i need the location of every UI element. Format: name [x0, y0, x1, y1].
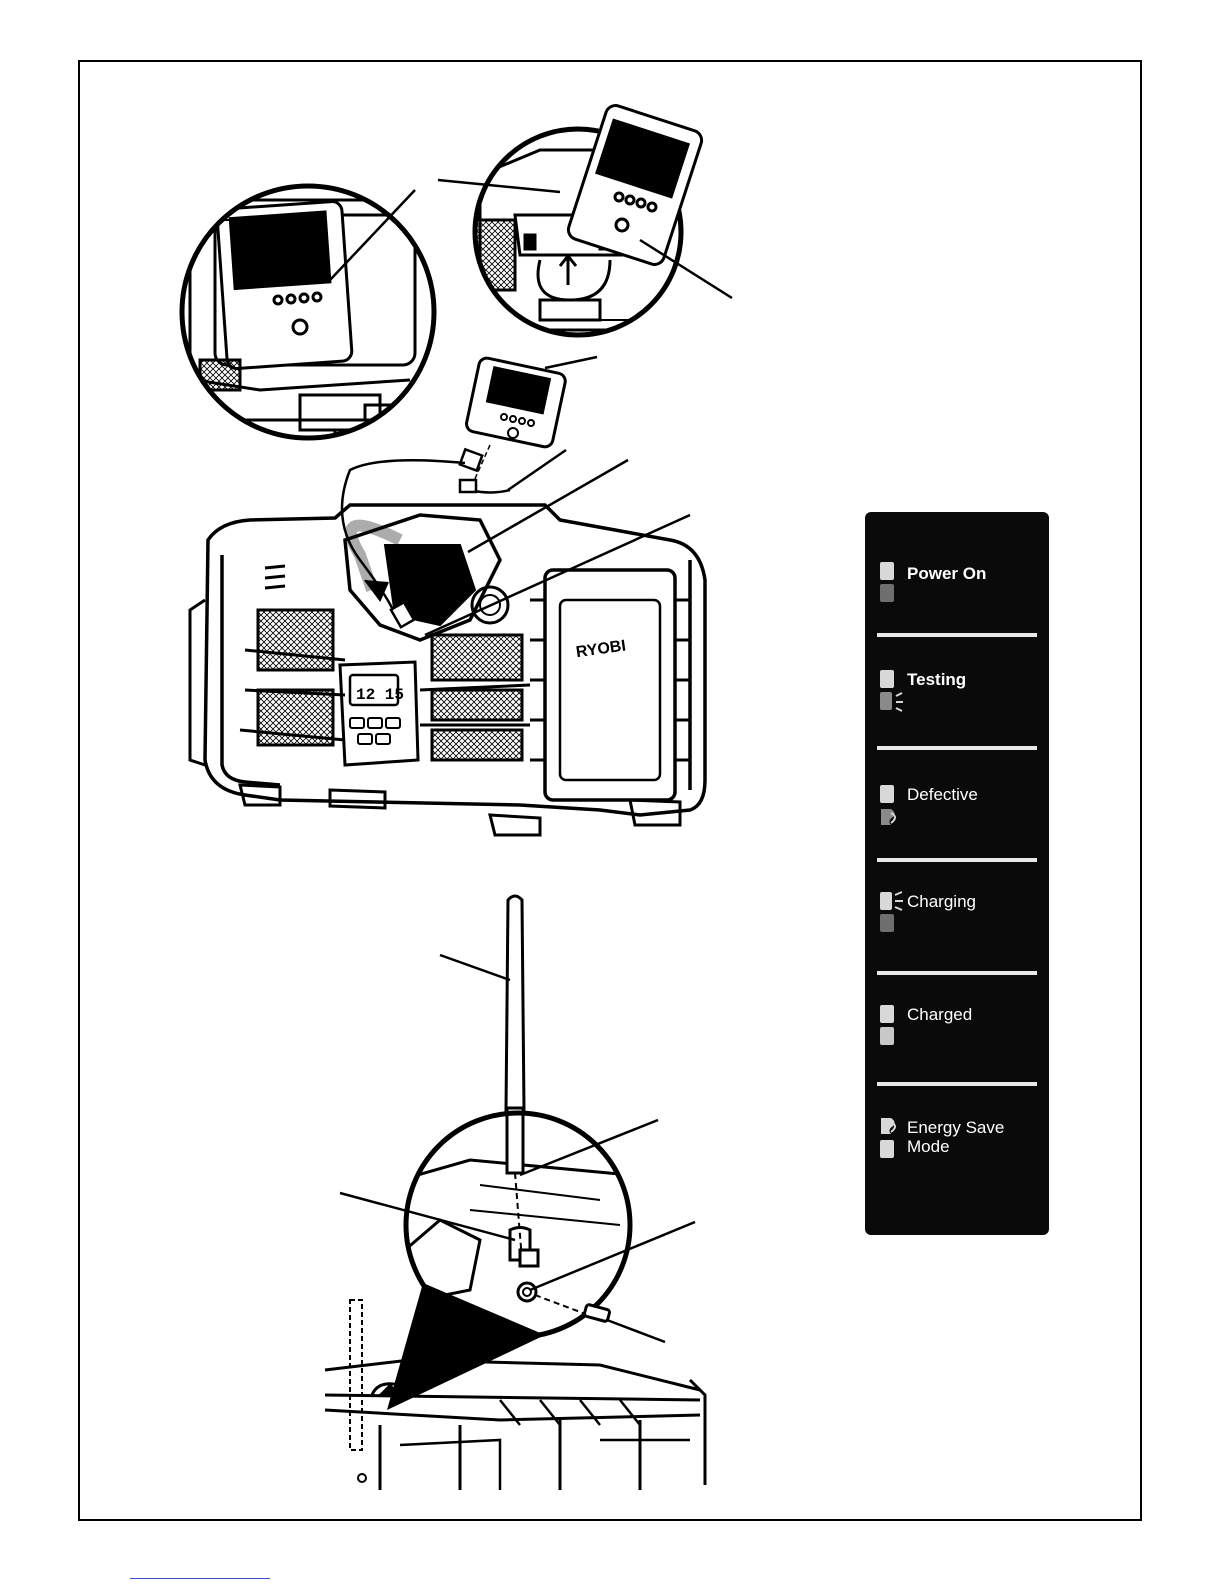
legend-row-defective: Defective — [865, 777, 1049, 889]
legend-divider — [877, 633, 1037, 637]
led-defective-icon — [877, 783, 905, 827]
legend-divider — [877, 858, 1037, 862]
legend-label: Charged — [907, 1005, 972, 1024]
legend-label: Charging — [907, 892, 976, 911]
antenna — [440, 896, 524, 1260]
led-energy-save-icon — [877, 1116, 905, 1160]
legend-divider — [877, 1082, 1037, 1086]
legend-row-power-on: Power On — [865, 552, 1049, 664]
legend-label: Defective — [907, 785, 978, 804]
legend-divider — [877, 746, 1037, 750]
legend-row-charged: Charged — [865, 997, 1049, 1109]
legend-row-charging: Charging — [865, 884, 1049, 996]
legend-divider — [877, 971, 1037, 975]
led-charging-icon — [877, 890, 905, 934]
led-status-legend: Power On Testing Defective Charging — [865, 512, 1049, 1235]
radio-brand-logo: RYOBI — [575, 637, 627, 661]
led-blinking-icon — [877, 668, 905, 712]
footer-underline — [130, 1578, 270, 1579]
legend-row-energy-save: Energy Save Mode — [865, 1110, 1049, 1222]
legend-label: Energy Save Mode — [907, 1118, 1004, 1156]
jobsite-radio — [190, 460, 705, 835]
legend-label: Power On — [907, 564, 986, 583]
legend-label: Testing — [907, 670, 966, 689]
radio-display-time: 12 15 — [356, 686, 404, 704]
led-indicator-icon — [877, 560, 905, 604]
detail-circle-phone-holder — [438, 103, 732, 345]
legend-row-testing: Testing — [865, 662, 1049, 774]
led-charged-icon — [877, 1003, 905, 1047]
detail-circle-docked-phone — [160, 170, 460, 470]
detail-circle-antenna-mount — [340, 1108, 695, 1410]
